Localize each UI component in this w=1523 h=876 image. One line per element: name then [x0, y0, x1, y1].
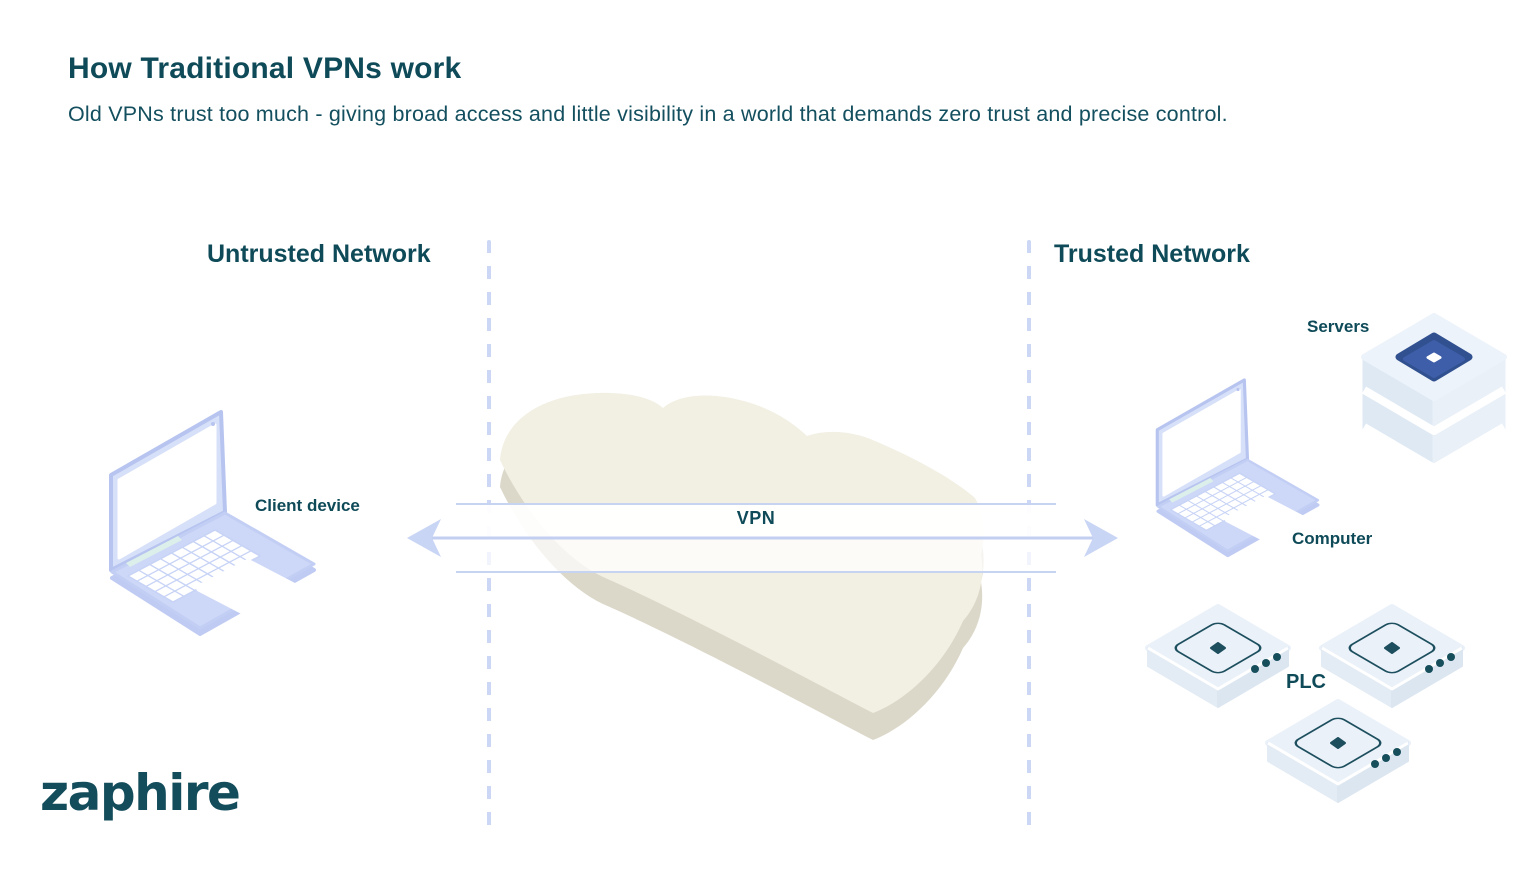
vpn-tunnel-upper	[456, 503, 1056, 538]
vpn-tunnel-lower	[456, 538, 1056, 573]
untrusted-network-label: Untrusted Network	[207, 240, 431, 268]
vpn-label: VPN	[736, 508, 776, 528]
trusted-network-label: Trusted Network	[1054, 240, 1250, 268]
client-device-label: Client device	[255, 496, 360, 515]
plc-label: PLC	[1286, 671, 1326, 693]
plc-icon-3	[1263, 698, 1413, 810]
client-laptop-icon	[98, 402, 323, 637]
page-title: How Traditional VPNs work	[68, 52, 462, 85]
servers-icon	[1361, 313, 1507, 472]
computer-label: Computer	[1292, 529, 1373, 548]
zaphire-logo: zaphire	[40, 764, 241, 822]
vpn-arrow-icon	[407, 519, 1118, 557]
page-subtitle: Old VPNs trust too much - giving broad a…	[68, 102, 1228, 126]
vpn-tunnel	[456, 503, 1056, 573]
servers-label: Servers	[1307, 317, 1370, 336]
